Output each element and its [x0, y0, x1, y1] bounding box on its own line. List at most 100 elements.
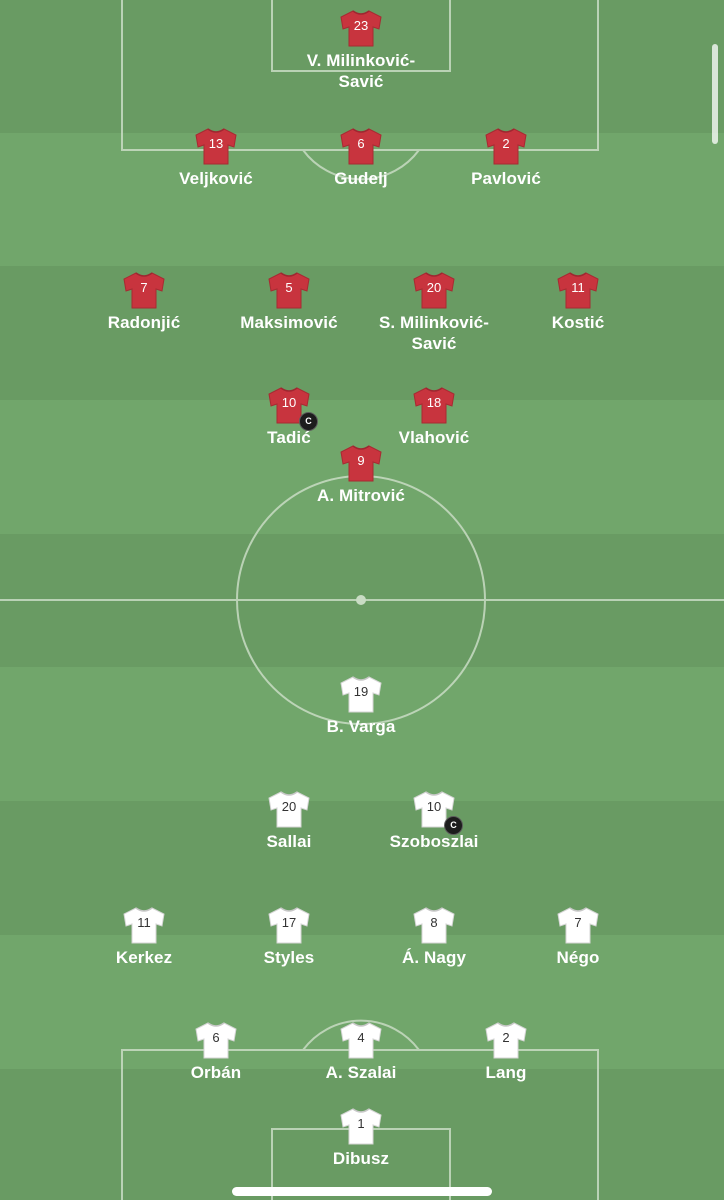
jersey-number: 2	[502, 136, 510, 151]
player-name: Pavlović	[471, 169, 541, 188]
player-name: A. Mitrović	[316, 486, 405, 505]
jersey-icon	[195, 1022, 237, 1059]
captain-badge-icon: C	[299, 412, 318, 431]
jersey: 2	[484, 124, 528, 168]
jersey-icon	[340, 1022, 382, 1059]
jersey: 13	[194, 124, 238, 168]
player-name: Szoboszlai	[389, 832, 479, 851]
player-name: V. Milinković-Savić	[306, 51, 416, 91]
pitch-stripe	[0, 266, 724, 400]
jersey: 9	[339, 441, 383, 485]
jersey-icon	[340, 445, 382, 482]
jersey-number: 7	[140, 280, 148, 295]
jersey: 19	[339, 672, 383, 716]
player-name: S. Milinković-Savić	[378, 313, 490, 353]
player-name: Sallai	[266, 832, 312, 851]
jersey: 4	[339, 1018, 383, 1062]
pitch-stripe	[0, 801, 724, 935]
jersey-icon	[413, 791, 455, 828]
player-name: B. Varga	[326, 717, 396, 736]
jersey-number: 5	[285, 280, 293, 295]
player-name: A. Szalai	[325, 1063, 397, 1082]
jersey-number: 2	[502, 1030, 510, 1045]
top-goal-area	[271, 0, 451, 72]
jersey-icon	[195, 128, 237, 165]
jersey-icon	[268, 791, 310, 828]
jersey-number: 17	[281, 915, 297, 930]
jersey-number: 6	[357, 136, 365, 151]
scrollbar[interactable]	[712, 44, 718, 144]
bottom-penalty-arc	[302, 1019, 420, 1051]
jersey: 2	[484, 1018, 528, 1062]
jersey: 20	[267, 787, 311, 831]
captain-badge-icon: C	[444, 816, 463, 835]
jersey-icon	[485, 1022, 527, 1059]
jersey-number: 4	[357, 1030, 365, 1045]
player-name: Styles	[263, 948, 315, 967]
jersey-number: 1	[357, 1116, 365, 1131]
jersey-icon	[557, 272, 599, 309]
home-player[interactable]: 9 A. Mitrović	[286, 441, 436, 506]
jersey: 11	[556, 268, 600, 312]
player-name: Á. Nagy	[402, 948, 466, 967]
home-player[interactable]: 20 S. Milinković-Savić	[374, 268, 494, 354]
player-name: Veljković	[179, 169, 253, 188]
jersey-number: 7	[574, 915, 582, 930]
jersey-number: 23	[353, 18, 369, 33]
jersey: 1	[339, 1104, 383, 1148]
player-name: Maksimović	[240, 313, 338, 332]
player-name: Vlahović	[398, 428, 470, 447]
jersey: 8	[412, 903, 456, 947]
jersey-icon	[485, 128, 527, 165]
jersey-number: 20	[426, 280, 442, 295]
jersey: 18	[412, 383, 456, 427]
jersey-icon	[123, 907, 165, 944]
player-name: Dibusz	[332, 1149, 390, 1168]
player-name: Lang	[485, 1063, 527, 1082]
jersey-icon	[123, 272, 165, 309]
jersey-number: 11	[571, 280, 585, 295]
jersey-number: 20	[281, 799, 297, 814]
jersey: 5	[267, 268, 311, 312]
jersey-number: 10	[281, 395, 297, 410]
jersey-icon	[340, 676, 382, 713]
jersey-number: 11	[137, 915, 151, 930]
jersey-icon	[340, 128, 382, 165]
home-indicator[interactable]	[232, 1187, 492, 1196]
away-player[interactable]: 4 A. Szalai	[286, 1018, 436, 1083]
jersey-icon	[413, 907, 455, 944]
home-player[interactable]: 23 V. Milinković-Savić	[301, 6, 421, 92]
jersey-icon	[340, 1108, 382, 1145]
player-name: Radonjić	[107, 313, 181, 332]
away-player[interactable]: 19 B. Varga	[286, 672, 436, 737]
jersey-number: 9	[357, 453, 365, 468]
away-player[interactable]: 8 Á. Nagy	[359, 903, 509, 968]
jersey: 17	[267, 903, 311, 947]
jersey-icon	[413, 272, 455, 309]
jersey-number: 19	[353, 684, 369, 699]
jersey: 20	[412, 268, 456, 312]
jersey-number: 13	[208, 136, 224, 151]
jersey: 7	[556, 903, 600, 947]
jersey-icon	[340, 10, 382, 47]
jersey-number: 8	[430, 915, 438, 930]
